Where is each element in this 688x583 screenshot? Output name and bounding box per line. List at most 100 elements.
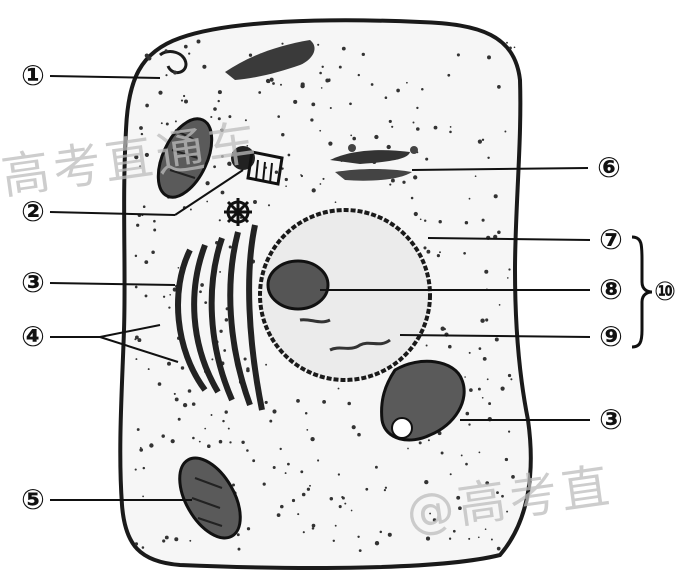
granule	[142, 546, 145, 549]
label-3-left: ③	[18, 268, 48, 298]
granule	[174, 537, 178, 541]
granule	[225, 410, 228, 413]
granule	[312, 188, 316, 192]
granule	[384, 489, 386, 491]
granule	[402, 181, 405, 184]
granule	[135, 358, 137, 360]
granule	[165, 74, 167, 76]
granule	[173, 71, 177, 75]
granule	[501, 387, 505, 391]
label-5: ⑤	[18, 485, 48, 515]
granule	[270, 78, 274, 82]
granule	[218, 117, 221, 120]
granule	[175, 120, 177, 122]
granule	[305, 412, 308, 415]
granule	[357, 433, 361, 437]
granule	[407, 448, 409, 450]
granule	[441, 327, 445, 331]
granule	[457, 53, 460, 56]
granule	[246, 367, 249, 370]
granule	[505, 458, 508, 461]
granule	[469, 352, 471, 354]
granule	[281, 133, 284, 136]
granule	[338, 388, 340, 390]
granule	[296, 399, 300, 403]
granule	[441, 452, 444, 455]
granule	[464, 376, 466, 378]
granule	[204, 301, 207, 304]
granule	[192, 437, 195, 440]
granule	[307, 488, 310, 491]
label-7: ⑦	[596, 225, 626, 255]
granule	[219, 440, 223, 444]
granule	[184, 45, 188, 49]
granule	[426, 537, 430, 541]
granule	[461, 454, 463, 456]
granule	[199, 290, 202, 293]
granule	[222, 420, 224, 422]
granule	[192, 402, 196, 406]
granule	[320, 183, 322, 185]
granule	[151, 251, 155, 255]
granule	[312, 524, 316, 528]
granule	[253, 200, 257, 204]
granule	[449, 131, 452, 134]
granule	[268, 81, 270, 83]
granule	[135, 255, 137, 257]
granule	[339, 505, 342, 508]
granule	[280, 448, 282, 450]
granule	[287, 463, 290, 466]
granule	[223, 349, 226, 352]
label-3-right: ③	[596, 405, 626, 435]
label-10: ⑩	[645, 277, 685, 307]
granule	[317, 44, 319, 46]
granule	[485, 528, 487, 530]
granule	[312, 527, 315, 530]
granule	[494, 194, 498, 198]
granule	[439, 220, 442, 223]
granule	[228, 428, 230, 430]
granule	[300, 174, 302, 176]
granule	[321, 87, 323, 89]
granule	[306, 429, 308, 431]
granule	[211, 358, 213, 360]
granule	[504, 131, 506, 133]
granule	[199, 441, 201, 443]
granule	[135, 286, 138, 289]
granule	[380, 531, 383, 534]
granule	[162, 539, 165, 542]
granule	[188, 389, 192, 393]
granule	[181, 100, 183, 102]
granule	[310, 437, 314, 441]
granule	[424, 480, 428, 484]
granule	[352, 425, 356, 429]
granule	[508, 374, 511, 377]
granule	[420, 218, 422, 220]
granule	[426, 250, 430, 254]
granule	[265, 401, 268, 404]
granule	[469, 198, 471, 200]
granule	[280, 84, 282, 86]
granule	[302, 493, 306, 497]
granule	[281, 43, 283, 45]
granule	[375, 466, 378, 469]
granule	[423, 246, 426, 249]
granule	[389, 184, 391, 186]
granule	[229, 164, 231, 166]
granule	[285, 178, 288, 181]
granule	[439, 251, 441, 253]
granule	[263, 483, 266, 486]
granule	[204, 428, 206, 430]
granule	[421, 88, 424, 91]
granule	[229, 245, 232, 248]
granule	[426, 345, 428, 347]
granule	[328, 141, 332, 145]
granule	[389, 120, 392, 123]
label-2: ②	[18, 197, 48, 227]
granule	[488, 402, 491, 405]
granule	[241, 441, 244, 444]
granule	[269, 420, 272, 423]
granule	[210, 116, 212, 118]
granule	[219, 330, 222, 333]
granule	[335, 201, 337, 203]
